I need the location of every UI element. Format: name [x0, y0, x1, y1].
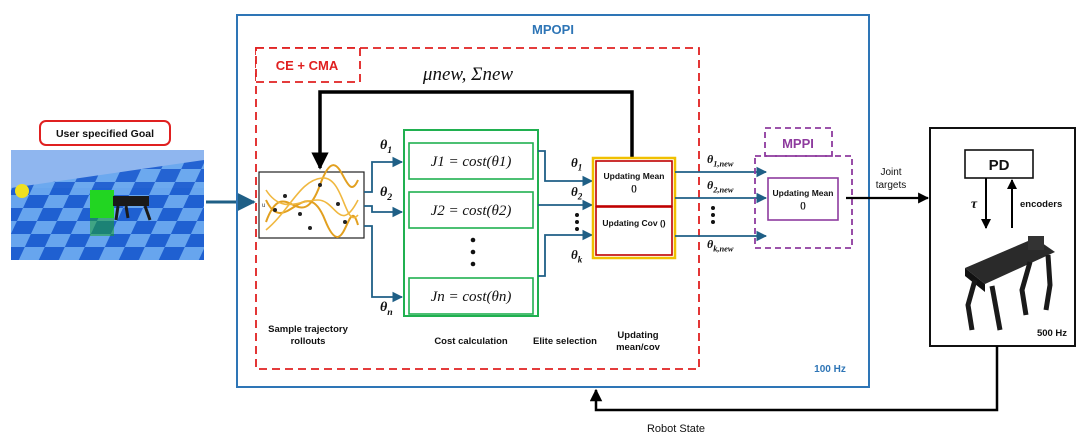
- quadruped-robot-icon: [965, 236, 1055, 331]
- cost-item-1: J1 = cost(θ1): [431, 154, 512, 170]
- cost-group: [403, 129, 539, 317]
- cost-to-update-arrow-k: [538, 229, 594, 277]
- sim-robot-icon: [113, 196, 152, 221]
- sample-to-cost1-arrow: [364, 156, 404, 193]
- robot-state-label: Robot State: [647, 423, 705, 435]
- goal-label: User specified Goal: [56, 128, 154, 140]
- theta-new-1: θ1,new: [707, 152, 734, 169]
- update-cov-box: [595, 206, 673, 256]
- robot-state-arrow: [589, 346, 999, 412]
- cecma-title: CE + CMA: [276, 58, 339, 73]
- cost-box-1: [408, 142, 534, 180]
- feedback-loop-arrow: [311, 90, 634, 170]
- update-mean-box: [595, 160, 673, 207]
- theta-elite-k: θk: [571, 247, 583, 265]
- goal-cube-icon: [90, 190, 114, 218]
- goal-label-box: [39, 120, 171, 146]
- goal-scene-image: [11, 150, 204, 260]
- sample-to-cost2-arrow: [364, 205, 404, 218]
- cost-box-n: [408, 277, 534, 315]
- theta-in-2: θ2: [380, 185, 393, 203]
- mppi-box: [767, 177, 839, 221]
- mppi-title-box: [764, 127, 833, 157]
- elite-caption: Elite selection: [533, 336, 597, 347]
- update-caption: Updating mean/cov: [616, 330, 660, 353]
- mpopi-rate: 100 Hz: [814, 364, 846, 375]
- cecma-title-box: [255, 47, 361, 83]
- elite-ellipsis: [575, 213, 579, 231]
- cost-item-2: J2 = cost(θ2): [431, 203, 512, 219]
- tau-label: τ: [971, 197, 978, 212]
- mppi-title: MPPI: [782, 136, 814, 151]
- pd-label: PD: [989, 157, 1010, 174]
- cecma-frame: [255, 47, 700, 370]
- update-cov-label: Updating Cov (): [602, 218, 666, 228]
- cost-caption: Cost calculation: [434, 336, 508, 347]
- feedback-label: μnew, Σnew: [422, 64, 513, 85]
- mpopi-frame: [236, 14, 870, 388]
- cost-to-update-arrow-1: [538, 150, 594, 187]
- cost-item-n: Jn = cost(θn): [431, 289, 512, 305]
- pd-box: [964, 149, 1034, 179]
- update-group: [591, 156, 677, 260]
- update-mean-label: Updating Mean (): [603, 171, 665, 193]
- sample-caption: Sample trajectory rollouts: [268, 324, 348, 347]
- theta-elite-2: θ2: [571, 184, 583, 202]
- encoders-label: encoders: [1020, 199, 1062, 210]
- mppi-box-label: Updating Mean (): [772, 188, 834, 210]
- cost-ellipsis: [470, 237, 476, 267]
- theta-elite-1: θ1: [571, 155, 583, 173]
- goal-ball-icon: [15, 184, 29, 198]
- mpopi-title: MPOPI: [532, 22, 574, 37]
- theta-in-n: θn: [380, 300, 393, 318]
- theta-in-1: θ1: [380, 138, 393, 156]
- theta-new-k: θk,new: [707, 237, 734, 254]
- sample-rollouts-plot: [258, 164, 365, 239]
- new-theta-ellipsis: [711, 206, 715, 224]
- theta-new-2: θ2,new: [707, 178, 734, 195]
- cost-box-2: [408, 191, 534, 229]
- sample-axis-mark: u: [262, 203, 265, 209]
- mppi-frame: [754, 155, 853, 249]
- joint-targets-label: Joint targets: [875, 167, 907, 191]
- sample-to-costn-arrow: [364, 225, 404, 303]
- robot-rate: 500 Hz: [1037, 328, 1067, 339]
